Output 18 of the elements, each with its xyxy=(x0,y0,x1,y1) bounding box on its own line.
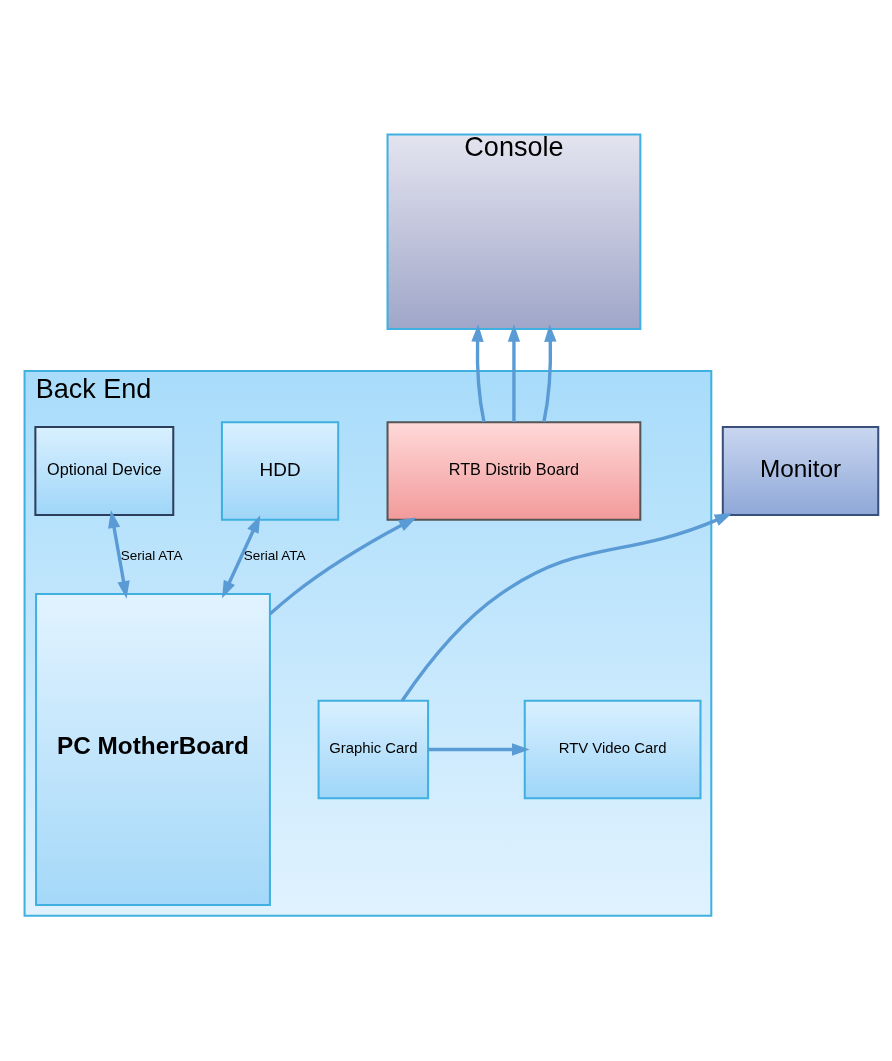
node-box: Monitor xyxy=(721,426,880,516)
arrow xyxy=(222,515,261,599)
edge-label: Serial ATA xyxy=(120,548,183,564)
node-box: HDD xyxy=(220,421,340,521)
node-box: RTB Distrib Board xyxy=(386,421,642,521)
arrow xyxy=(542,324,557,423)
arrow xyxy=(268,517,417,616)
arrow xyxy=(400,513,733,702)
arrow xyxy=(507,324,521,422)
node-box: Console xyxy=(386,133,642,331)
edge-label: Serial ATA xyxy=(243,548,306,564)
arrow xyxy=(108,510,130,599)
node-box: Optional Device xyxy=(34,426,175,516)
node-box: Graphic Card xyxy=(317,699,430,800)
arrow xyxy=(471,324,486,423)
node-box: RTV Video Card xyxy=(523,699,702,800)
arrow xyxy=(428,743,530,756)
node-box: PC MotherBoard xyxy=(35,593,271,906)
